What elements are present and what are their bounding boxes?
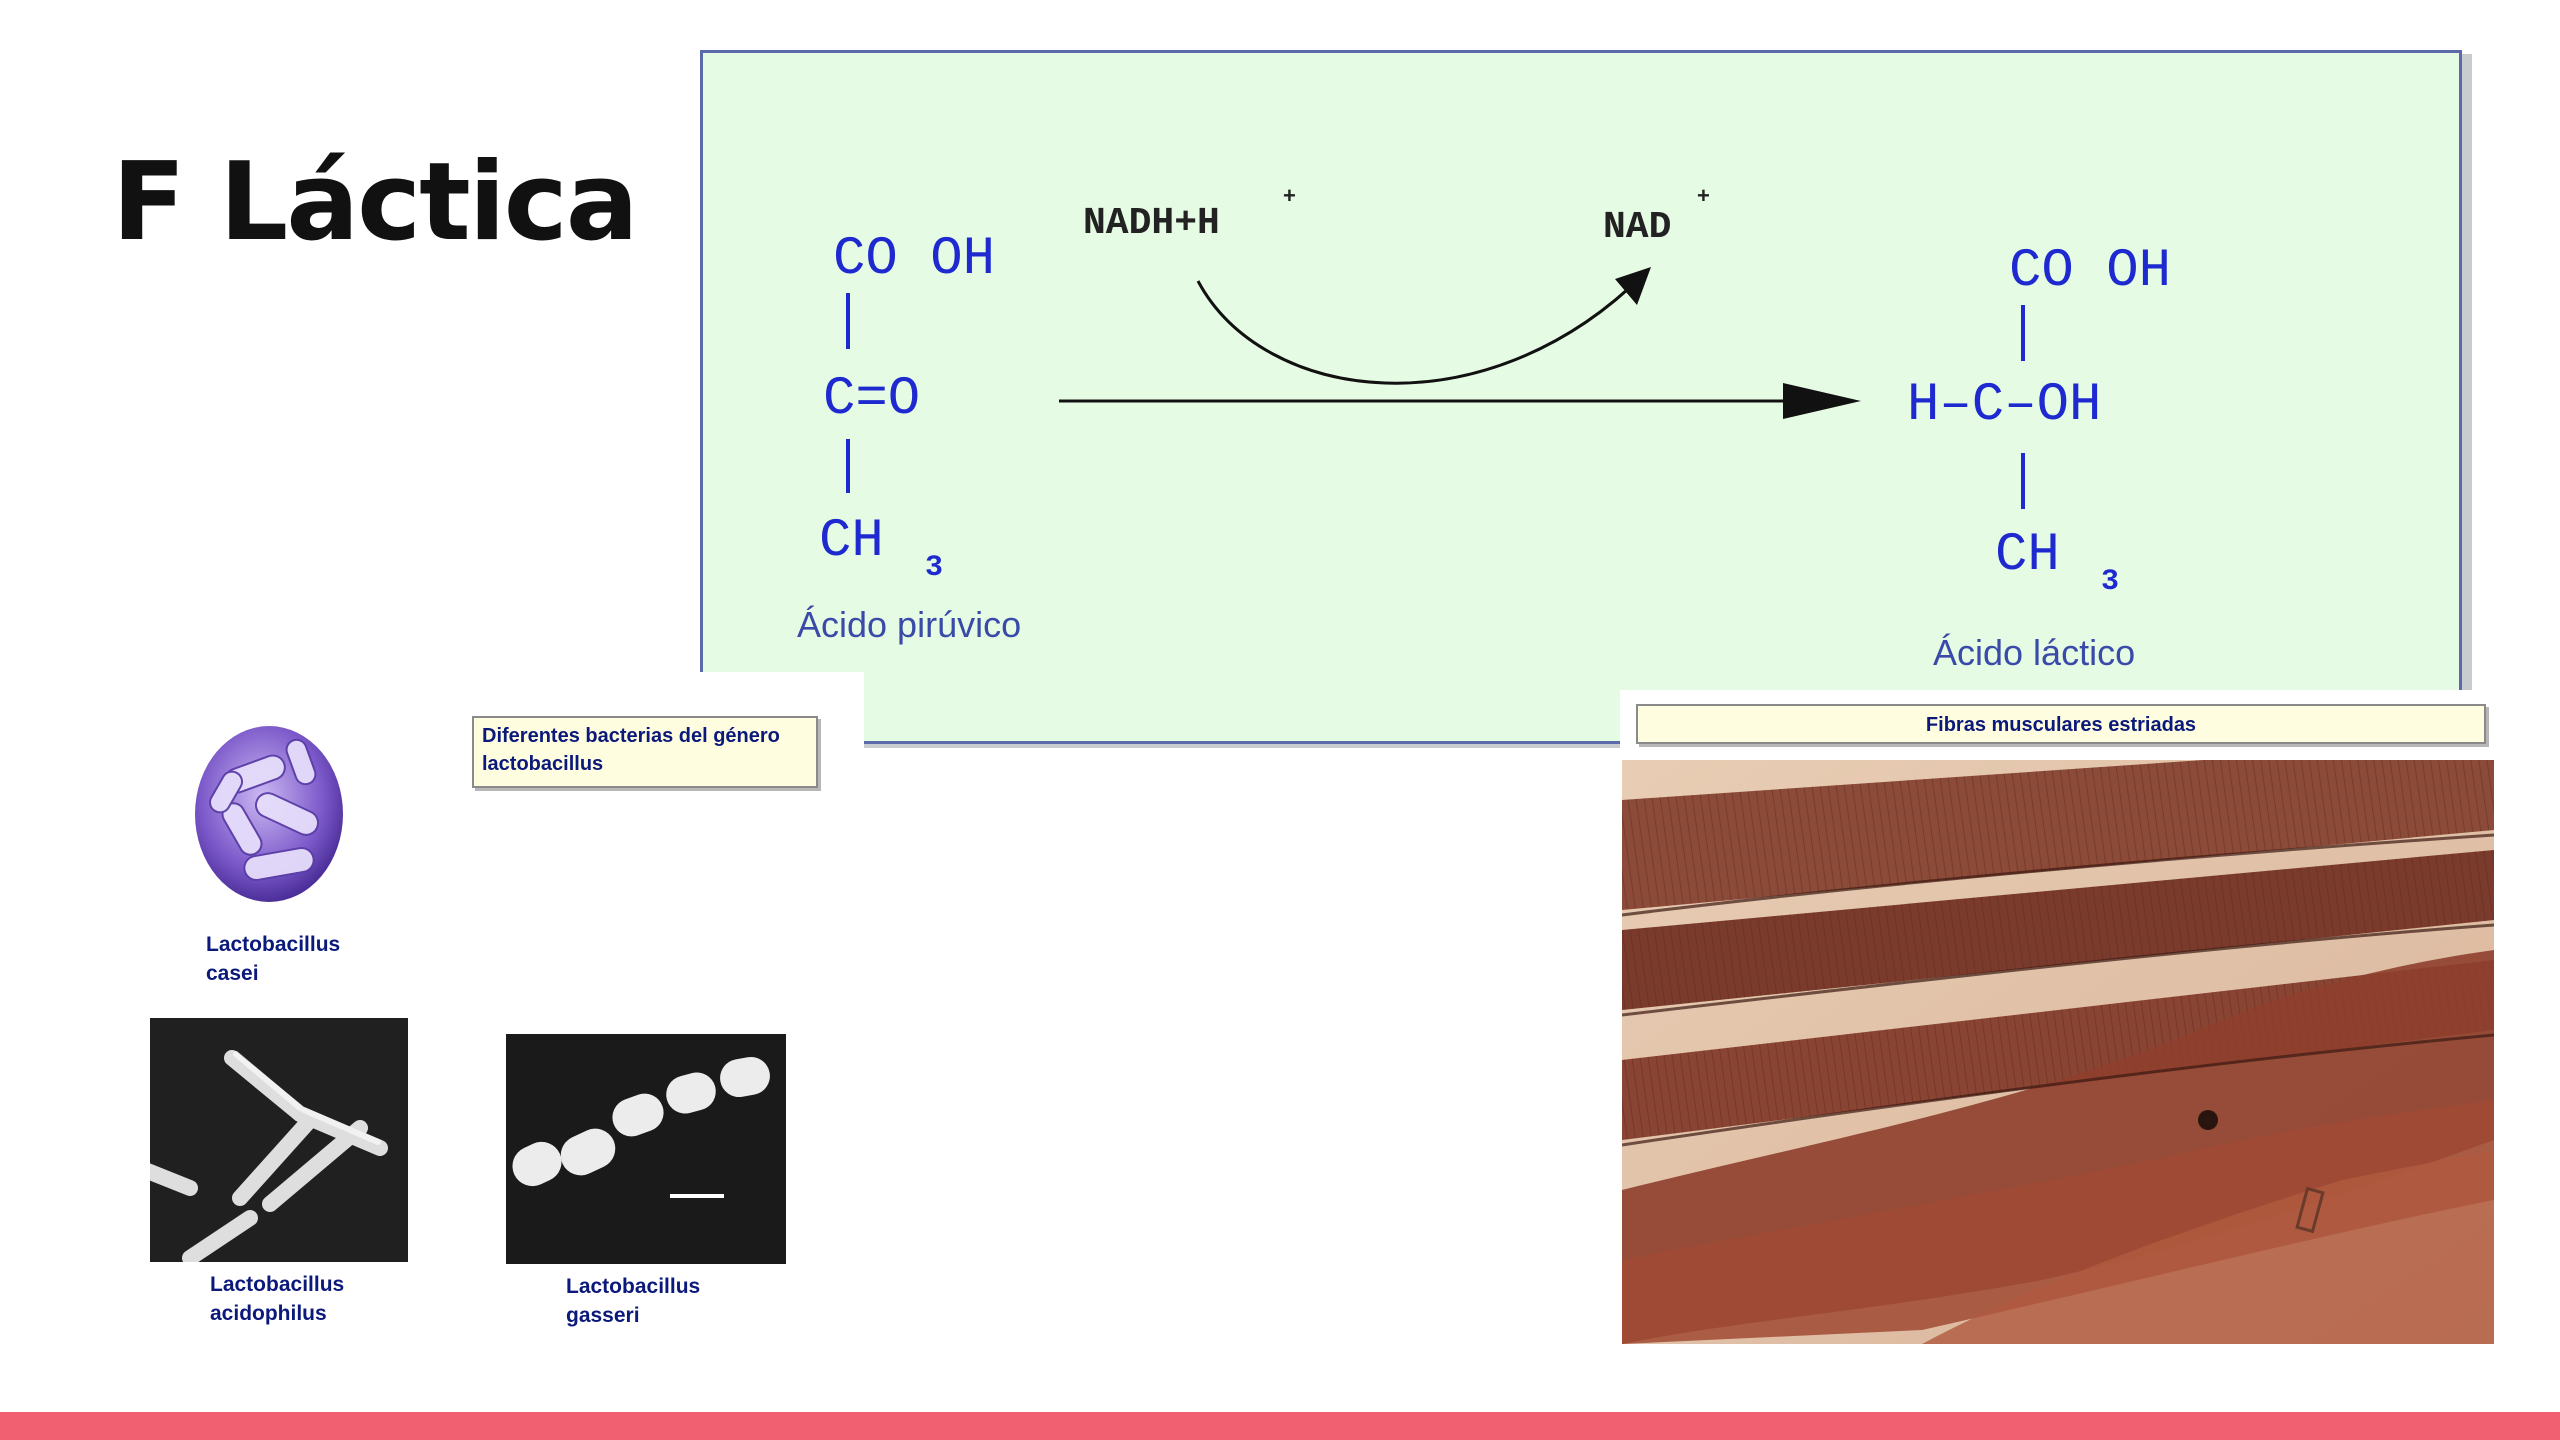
reaction-diagram: CO OH C=O CH 3 Ácido pirúvico NADH+H + N… [700,50,2462,744]
bacteria-caption: Diferentes bacterias del género lactobac… [472,716,818,788]
cofactor-nad-plus: + [1697,183,1710,208]
lactate-cooh: CO OH [2009,241,2171,302]
pyruvic-acid-name: Ácido pirúvico [797,604,1021,645]
pyruvate-sub3: 3 [925,551,943,585]
pyruvic-acid-structure: CO OH C=O CH 3 [819,229,995,585]
striated-muscle-photo [1622,760,2494,1344]
pyruvate-cooh: CO OH [833,229,995,290]
reaction-svg: CO OH C=O CH 3 Ácido pirúvico NADH+H + N… [797,183,2171,673]
pyruvate-ch: CH [819,511,884,572]
lactic-acid-structure: CO OH H–C–OH CH 3 [1907,241,2171,599]
lactic-acid-name: Ácido láctico [1933,632,2135,673]
label-gasseri: Lactobacillus gasseri [566,1275,701,1327]
lactate-ch: CH [1995,525,2060,586]
cofactor-curve-arrow [1196,273,1645,385]
cofactor-nadh: NADH+H [1083,202,1220,245]
cofactor-nadh-plus: + [1283,183,1296,208]
label-acidophilus: Lactobacillus acidophilus [210,1273,345,1325]
lactobacillus-acidophilus-image [150,1018,408,1262]
label-casei: Lactobacillus casei [206,933,341,985]
cofactor-nad: NAD [1603,206,1671,249]
pyruvate-carbonyl: C=O [823,369,920,430]
lactobacillus-casei-image [195,726,343,902]
lactate-chiral-carbon: H–C–OH [1907,375,2101,436]
muscle-caption: Fibras musculares estriadas [1636,704,2486,744]
main-reaction-arrowhead [1783,383,1861,419]
bacteria-card: Diferentes bacterias del género lactobac… [128,672,864,1352]
footer-accent-bar [0,1412,2560,1440]
muscle-fibers-card: Fibras musculares estriadas [1620,690,2496,1344]
lactate-sub3: 3 [2101,565,2119,599]
lactobacillus-gasseri-image [506,1034,786,1264]
slide-title: F Láctica [112,140,639,265]
cofactor-arrowhead [1615,267,1651,305]
